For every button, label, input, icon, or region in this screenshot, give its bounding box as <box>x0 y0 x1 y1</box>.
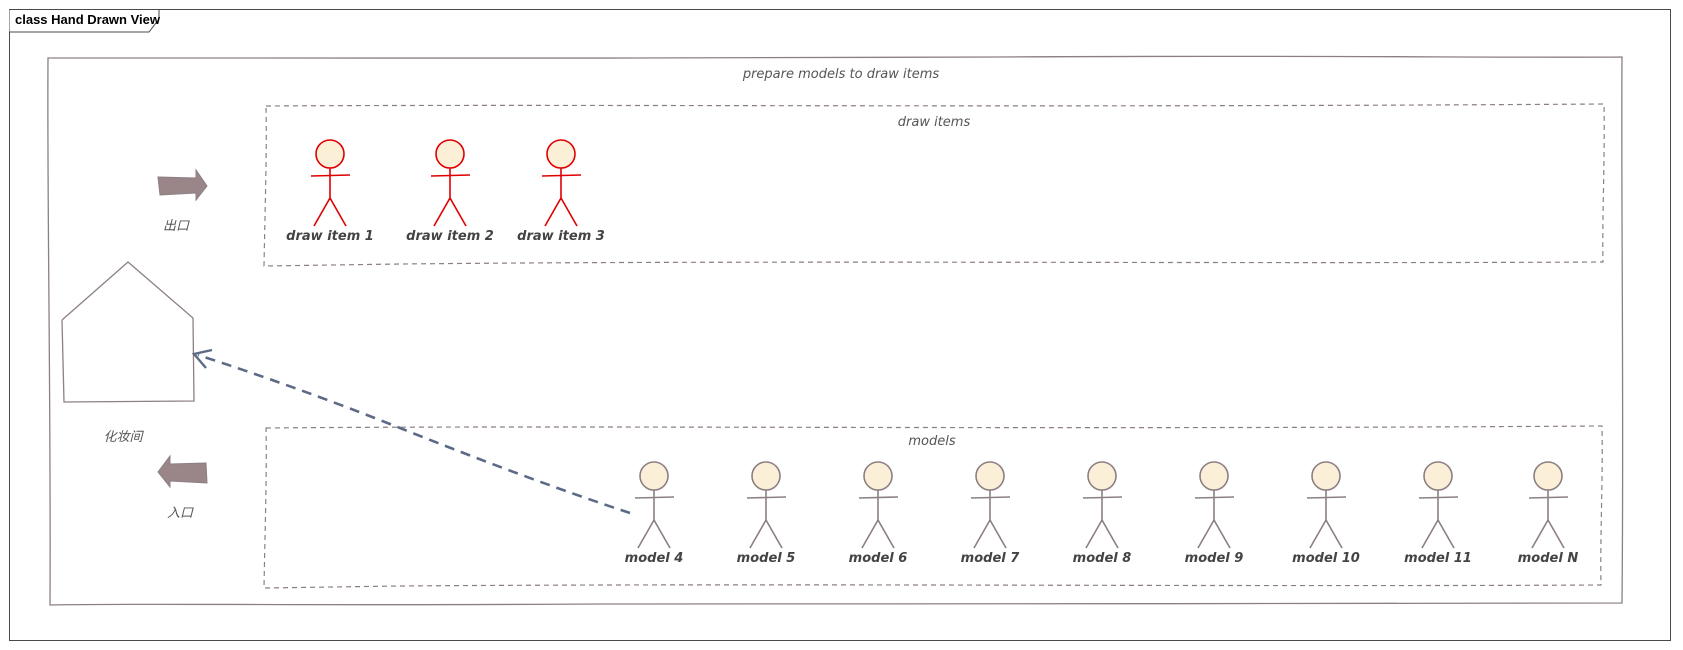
model-3-label: model 6 <box>848 551 908 566</box>
model-5-actor[interactable] <box>1082 461 1123 549</box>
draw-item-1-label: draw item 1 <box>286 229 374 244</box>
model-1-actor[interactable] <box>634 461 675 549</box>
room-shape[interactable] <box>61 261 195 403</box>
model-6-actor[interactable] <box>1194 461 1235 549</box>
dependency-arrow[interactable] <box>191 348 631 515</box>
model-9-label: model N <box>1517 551 1579 566</box>
model-4-label: model 7 <box>960 551 1020 566</box>
exit-label: 出口 <box>162 219 190 234</box>
diagram-frame <box>9 9 1671 641</box>
frame-title: class Hand Drawn View <box>15 12 160 27</box>
draw-item-3-label: draw item 3 <box>517 229 605 244</box>
model-6-label: model 9 <box>1184 551 1244 566</box>
model-8-label: model 11 <box>1404 551 1472 566</box>
model-7-actor[interactable] <box>1306 461 1347 549</box>
draw-item-1-actor[interactable] <box>310 139 351 227</box>
room-label: 化妆间 <box>103 430 143 445</box>
model-1-label: model 4 <box>624 551 684 566</box>
draw-item-3-actor[interactable] <box>541 139 582 227</box>
model-2-label: model 5 <box>736 551 796 566</box>
draw-items-boundary-label: draw items <box>897 115 971 130</box>
outer-boundary-label: prepare models to draw items <box>742 67 940 82</box>
model-8-actor[interactable] <box>1418 461 1459 549</box>
model-4-actor[interactable] <box>970 461 1011 549</box>
outer-boundary[interactable] <box>47 55 1624 606</box>
frame-title-tab <box>9 9 160 33</box>
model-9-actor[interactable] <box>1528 461 1569 549</box>
draw-item-2-actor[interactable] <box>430 139 471 227</box>
draw-items-boundary[interactable] <box>263 103 1605 267</box>
draw-item-2-label: draw item 2 <box>406 229 494 244</box>
model-5-label: model 8 <box>1072 551 1132 566</box>
exit-arrow-icon <box>157 168 208 202</box>
model-3-actor[interactable] <box>858 461 899 549</box>
models-boundary[interactable] <box>263 425 1603 589</box>
model-2-actor[interactable] <box>746 461 787 549</box>
models-boundary-label: models <box>908 434 956 449</box>
entrance-arrow-icon <box>157 454 208 489</box>
entrance-label: 入口 <box>166 506 194 521</box>
model-7-label: model 10 <box>1292 551 1360 566</box>
